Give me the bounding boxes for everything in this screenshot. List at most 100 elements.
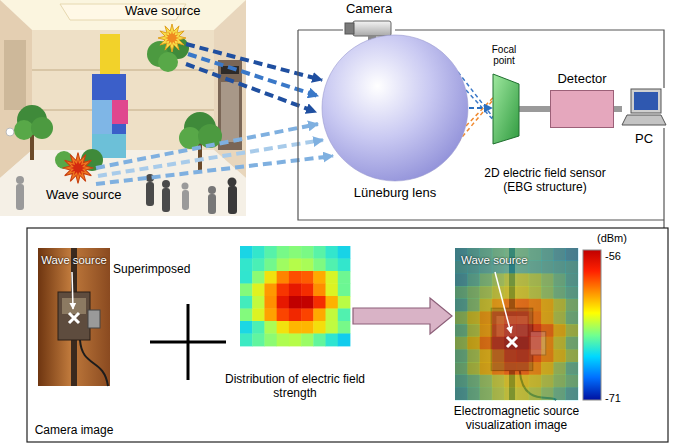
overlay-cell xyxy=(504,387,517,400)
heat-cell xyxy=(289,246,302,259)
heat-cell xyxy=(289,271,302,284)
overlay-cell xyxy=(492,286,505,299)
overlay-cell xyxy=(566,337,579,350)
field-sensor: 2D electric field sensor (EBG structure) xyxy=(490,72,522,146)
heat-cell xyxy=(289,284,302,297)
scale-min: -71 xyxy=(605,392,621,405)
overlay-cell xyxy=(467,337,480,350)
overlay-cell xyxy=(553,311,566,324)
overlay-cell xyxy=(566,362,579,375)
overlay-cell xyxy=(480,349,493,362)
mall-scene-part xyxy=(32,69,214,71)
heat-cell xyxy=(240,309,253,322)
overlay-cell xyxy=(467,375,480,388)
overlay-cell xyxy=(517,299,530,312)
overlay-cell xyxy=(467,387,480,400)
heat-cell xyxy=(313,271,326,284)
overlay-cell xyxy=(541,286,554,299)
overlay-cell xyxy=(541,311,554,324)
camera-image-text: Camera image xyxy=(30,424,118,438)
heat-cell xyxy=(301,321,314,334)
wave-source-label: Wave source xyxy=(125,4,200,19)
camera-image: Wave sourceCamera image xyxy=(38,248,110,386)
overlay-cell xyxy=(566,324,579,337)
plus-sign-part xyxy=(187,304,190,380)
field-sensor-text: 2D electric field sensor (EBG structure) xyxy=(475,166,615,194)
luneburg-lens-text: Lüneburg lens xyxy=(321,186,469,201)
overlay-cell xyxy=(467,362,480,375)
banner-part xyxy=(112,124,126,134)
mall-scene-part xyxy=(32,30,214,150)
heat-cell xyxy=(338,321,351,334)
heat-cell xyxy=(277,321,290,334)
overlay-cell xyxy=(467,299,480,312)
overlay-cell xyxy=(492,349,505,362)
mall-scene-part xyxy=(0,0,246,30)
heat-cell xyxy=(252,334,265,347)
overlay-cell xyxy=(455,311,468,324)
heat-cell xyxy=(338,334,351,347)
overlay-cell xyxy=(553,248,566,261)
overlay-cell xyxy=(529,273,542,286)
heat-cell xyxy=(326,309,339,322)
laptop-bezel xyxy=(631,89,661,113)
heat-cell xyxy=(240,321,253,334)
overlay-cell xyxy=(504,349,517,362)
detector-box-shape xyxy=(550,90,614,128)
heat-cell xyxy=(301,334,314,347)
heat-cell xyxy=(301,309,314,322)
overlay-cell xyxy=(480,337,493,350)
wave-source-burst-part xyxy=(63,153,94,184)
overlay-cell xyxy=(517,286,530,299)
heat-cell xyxy=(264,271,277,284)
people-silhouettes-part xyxy=(228,178,237,187)
heat-cell xyxy=(252,284,265,297)
people-silhouettes-part xyxy=(146,182,154,206)
people-silhouettes-part xyxy=(182,190,189,210)
overlay-cell xyxy=(517,273,530,286)
overlay-cell xyxy=(541,387,554,400)
overlay-cell xyxy=(517,311,530,324)
heat-cell xyxy=(240,246,253,259)
overlay-cell xyxy=(467,273,480,286)
overlay-cell xyxy=(455,349,468,362)
overlay-cell xyxy=(553,261,566,274)
overlay-cell xyxy=(517,387,530,400)
overlay-cell xyxy=(553,362,566,375)
overlay-cell xyxy=(455,324,468,337)
pc-laptop-text: PC xyxy=(622,132,666,147)
people-silhouettes-part xyxy=(182,183,189,190)
overlay-cell xyxy=(504,299,517,312)
people-silhouettes-part xyxy=(162,180,170,188)
overlay-cell xyxy=(492,337,505,350)
luneburg-lens-shape xyxy=(321,34,469,182)
tree xyxy=(14,37,222,171)
overlay-cell xyxy=(517,337,530,350)
tree-part xyxy=(158,52,178,72)
overlay-cell xyxy=(529,387,542,400)
banner xyxy=(92,34,128,158)
overlay-cell xyxy=(504,286,517,299)
overlay-cell xyxy=(529,375,542,388)
camera-icon-text: Camera xyxy=(333,2,405,17)
wave-source-burst-part xyxy=(164,30,179,45)
overlay-cell xyxy=(553,273,566,286)
visualization-image-text: Electromagnetic source visualization ima… xyxy=(435,404,598,432)
overlay-cell xyxy=(553,324,566,337)
heat-cell xyxy=(264,334,277,347)
plus-sign xyxy=(150,304,226,380)
tree-part xyxy=(31,117,53,139)
mall-scene-part xyxy=(221,82,239,142)
mall-scene xyxy=(0,0,246,216)
overlay-cell xyxy=(455,337,468,350)
wave-source-label: Wave source xyxy=(44,188,123,203)
people-silhouettes-part xyxy=(162,188,170,212)
overlay-cell xyxy=(529,286,542,299)
overlay-cell xyxy=(504,362,517,375)
people-silhouettes-part xyxy=(208,186,216,194)
heat-cell xyxy=(289,309,302,322)
heat-cell xyxy=(338,246,351,259)
overlay-cell xyxy=(566,311,579,324)
heat-cell xyxy=(264,309,277,322)
heat-cell xyxy=(277,309,290,322)
